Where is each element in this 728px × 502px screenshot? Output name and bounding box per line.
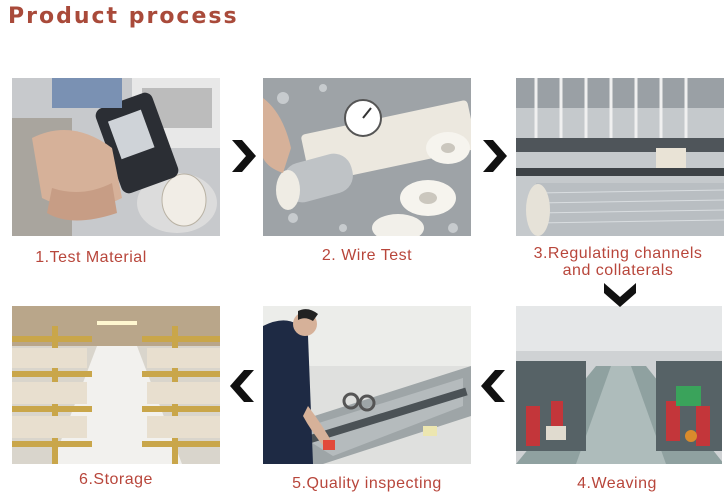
chevron-down-icon [604,281,636,307]
step-6-caption: 6.Storage [79,471,153,488]
chevron-left-icon [481,370,507,402]
step-3-caption-line2: and collaterals [562,262,674,279]
step-5-caption: 5.Quality inspecting [292,475,442,492]
step-4-caption: 4.Weaving [577,475,657,492]
chevron-right-icon [230,140,256,172]
step-3-caption: 3.Regulating channels and collaterals [514,245,722,279]
weaving-photo [516,306,722,464]
regulating-channels-photo [516,78,724,236]
step-1-caption: 1.Test Material [35,249,147,266]
wire-test-photo [263,78,471,236]
page-title: Product process [8,4,239,29]
storage-photo [12,306,220,464]
quality-inspecting-photo [263,306,471,464]
chevron-right-icon [481,140,507,172]
chevron-left-icon [230,370,256,402]
step-3-caption-line1: 3.Regulating channels [533,245,703,262]
step-2-caption: 2. Wire Test [321,247,413,264]
test-material-photo [12,78,220,236]
